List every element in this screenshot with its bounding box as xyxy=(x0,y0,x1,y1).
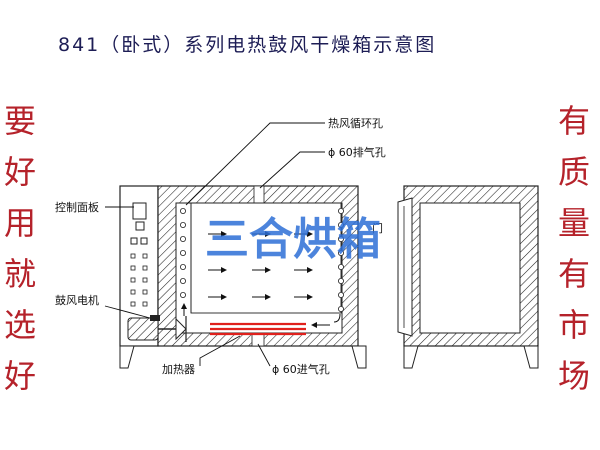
slogan-right-char: 场 xyxy=(557,357,590,395)
slogan-right-char: 市 xyxy=(557,306,590,344)
slogan-left-char: 要 xyxy=(3,102,36,140)
label-hot-air-hole: 热风循环孔 xyxy=(328,117,383,130)
airflow-arrows xyxy=(181,231,330,328)
slogan-right: 有 质 量 有 市 场 xyxy=(556,96,592,402)
slogan-right-char: 有 xyxy=(557,255,590,293)
blower-motor xyxy=(127,315,187,342)
slogan-left-char: 就 xyxy=(3,255,36,293)
watermark-text: 三合烘箱 xyxy=(205,214,381,265)
heater-element xyxy=(210,322,306,336)
legs xyxy=(119,345,367,369)
slogan-right-char: 量 xyxy=(557,204,590,242)
label-control-panel: 控制面板 xyxy=(55,200,99,214)
label-blower-motor: 鼓风电机 xyxy=(55,293,99,307)
slogan-left-char: 选 xyxy=(3,306,36,344)
cabinet-wall xyxy=(157,185,359,347)
air-holes-left xyxy=(179,207,186,298)
slogan-left-char: 用 xyxy=(3,204,36,242)
slogan-left-char: 好 xyxy=(3,153,36,191)
slogan-right-char: 有 xyxy=(557,102,590,140)
slogan-right-char: 质 xyxy=(557,153,590,191)
label-door: 门 xyxy=(372,221,383,235)
label-heater: 加热器 xyxy=(162,363,195,376)
oven-side-view xyxy=(119,185,367,369)
diagram-title: 841（卧式）系列电热鼓风干燥箱示意图 xyxy=(58,34,437,56)
leader-lines xyxy=(104,122,325,367)
door xyxy=(397,197,413,337)
legs-front xyxy=(403,345,539,369)
slogan-left: 要 好 用 就 选 好 xyxy=(2,96,38,402)
oven-front-view xyxy=(397,185,539,369)
slogan-left-char: 好 xyxy=(3,357,36,395)
label-exhaust-hole: ϕ 60排气孔 xyxy=(328,145,386,159)
label-intake-hole: ϕ 60进气孔 xyxy=(272,362,330,376)
air-holes-right xyxy=(337,207,344,312)
